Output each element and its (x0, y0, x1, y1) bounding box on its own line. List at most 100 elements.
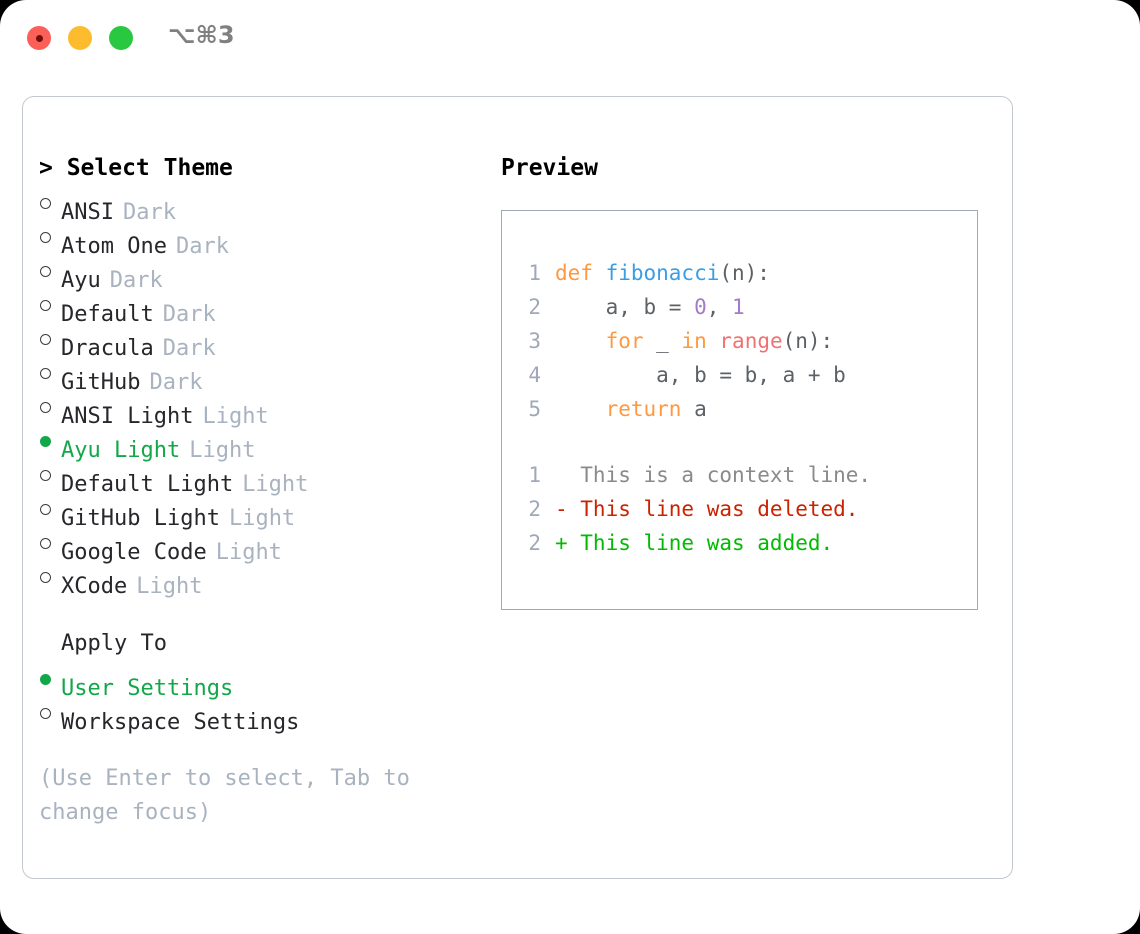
radio-selected-icon (39, 423, 61, 457)
diff-line: 1 This is a context line. (519, 458, 971, 492)
theme-variant-tag: Light (202, 404, 269, 429)
radio-unselected-icon (39, 559, 61, 593)
line-number: 2 (528, 531, 541, 555)
theme-option-item[interactable]: GitHub Light Light (39, 491, 479, 531)
radio-unselected-icon (39, 253, 61, 287)
code-token: range (719, 329, 783, 353)
theme-option-item[interactable]: XCode Light (39, 559, 479, 599)
code-token: in (681, 329, 707, 353)
code-token: for (605, 329, 644, 353)
apply-to-option-label: User Settings (61, 676, 234, 701)
radio-unselected-icon (39, 491, 61, 525)
code-token: fibonacci (605, 261, 720, 285)
code-token (555, 329, 606, 353)
theme-option-item[interactable]: Default Dark (39, 287, 479, 327)
theme-variant-tag: Dark (109, 268, 163, 293)
diff-line-text: - This line was deleted. (555, 497, 859, 521)
code-token: 1 (732, 295, 745, 319)
zoom-button[interactable] (109, 26, 133, 50)
radio-unselected-icon (39, 219, 61, 253)
theme-option-label: GitHub (61, 370, 141, 395)
line-number: 5 (528, 397, 541, 421)
code-token: _ (643, 329, 682, 353)
theme-option-label: Default (61, 302, 154, 327)
radio-unselected-icon (39, 525, 61, 559)
line-number: 3 (528, 329, 541, 353)
radio-unselected-icon (39, 185, 61, 219)
theme-option-item[interactable]: Default Light Light (39, 457, 479, 497)
theme-option-label: Ayu Light (61, 438, 181, 463)
code-line: 2 a, b = 0, 1 (519, 290, 971, 324)
theme-option-label: XCode (61, 574, 128, 599)
line-number: 4 (528, 363, 541, 387)
theme-variant-tag: Dark (162, 336, 216, 361)
code-token: (n): (719, 261, 770, 285)
code-diff-separator (519, 426, 971, 458)
line-number: 2 (528, 295, 541, 319)
minimize-button[interactable] (68, 26, 92, 50)
theme-option-item[interactable]: Ayu Light Light (39, 423, 479, 463)
theme-variant-tag: Light (228, 506, 296, 531)
line-number: 2 (528, 497, 541, 521)
theme-variant-tag: Dark (162, 302, 216, 327)
theme-variant-tag: Light (215, 540, 282, 565)
theme-option-label: Google Code (61, 540, 207, 565)
diff-line-text: This is a context line. (555, 463, 872, 487)
theme-variant-tag: Light (242, 472, 309, 497)
theme-variant-tag: Dark (149, 370, 203, 395)
radio-unselected-icon (39, 695, 61, 729)
code-token: return (605, 397, 682, 421)
code-token: a, b = b, a + b (555, 363, 846, 387)
code-line: 1 def fibonacci(n): (519, 256, 971, 290)
line-number: 1 (528, 261, 541, 285)
theme-option-label: Default Light (61, 472, 234, 497)
theme-variant-tag: Light (136, 574, 203, 599)
theme-option-label: Dracula (61, 336, 154, 361)
radio-unselected-icon (39, 287, 61, 321)
theme-option-item[interactable]: Dracula Dark (39, 321, 479, 361)
code-token (707, 329, 720, 353)
radio-unselected-icon (39, 389, 61, 423)
theme-variant-tag: Light (189, 438, 256, 463)
close-button[interactable] (27, 26, 51, 50)
theme-variant-tag: Dark (175, 234, 229, 259)
apply-to-option-item[interactable]: User Settings (39, 661, 479, 701)
theme-option-label: ANSI Light (61, 404, 194, 429)
code-token: a, b = (555, 295, 695, 319)
select-theme-header: > Select Theme (39, 155, 233, 181)
code-token: def (555, 261, 606, 285)
theme-option-item[interactable]: Atom One Dark (39, 219, 479, 259)
code-token: a (681, 397, 707, 421)
diff-line-text: + This line was added. (555, 531, 834, 555)
code-token (555, 397, 606, 421)
keyboard-hint-text: (Use Enter to select, Tab to change focu… (39, 766, 410, 825)
code-token: (n): (782, 329, 834, 353)
apply-to-title: Apply To (61, 631, 167, 656)
theme-option-label: ANSI (61, 200, 114, 225)
radio-unselected-icon (39, 457, 61, 491)
theme-option-item[interactable]: Google Code Light (39, 525, 479, 565)
title-bar: ⌥⌘3 (0, 0, 1140, 78)
theme-option-label: GitHub Light (61, 506, 220, 531)
keyboard-shortcut-label: ⌥⌘3 (168, 21, 235, 49)
radio-unselected-icon (39, 321, 61, 355)
theme-option-item[interactable]: GitHub Dark (39, 355, 479, 395)
radio-unselected-icon (39, 355, 61, 389)
apply-to-option-label: Workspace Settings (61, 710, 300, 735)
line-number: 1 (528, 463, 541, 487)
radio-selected-icon (39, 661, 61, 695)
theme-option-item[interactable]: ANSI Light Light (39, 389, 479, 429)
diff-line: 2 - This line was deleted. (519, 492, 971, 526)
theme-option-label: Atom One (61, 234, 167, 259)
apply-to-option-item[interactable]: Workspace Settings (39, 695, 479, 735)
